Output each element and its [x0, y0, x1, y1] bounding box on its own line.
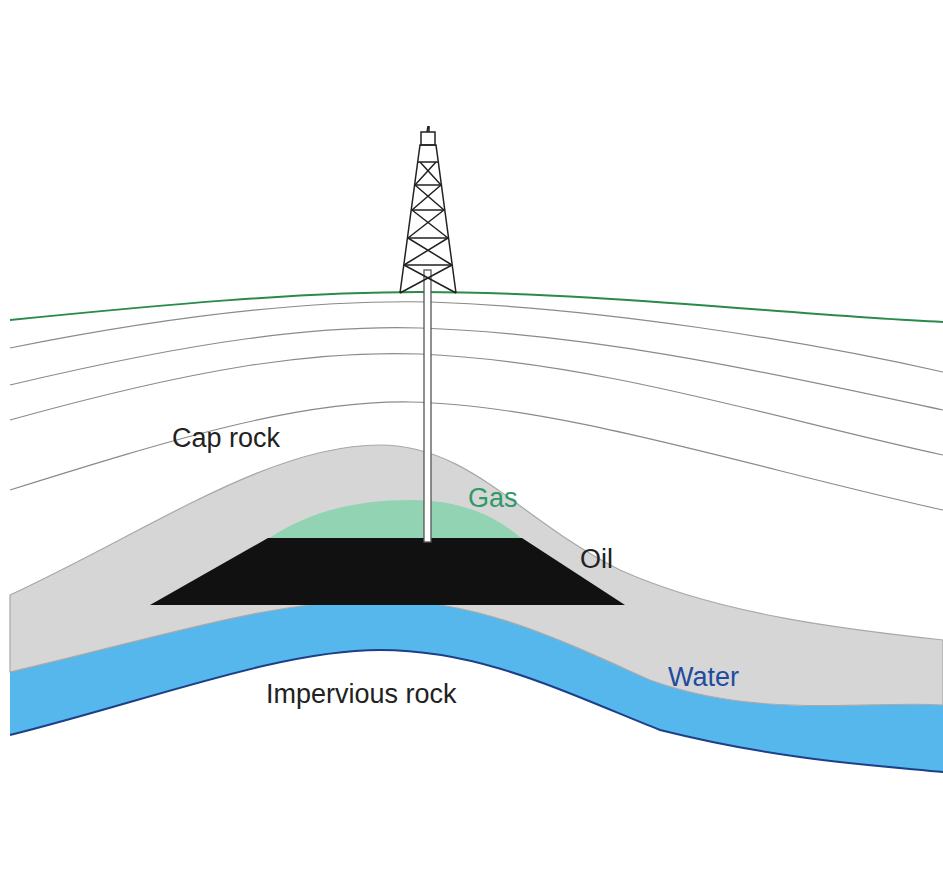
impervious-rock-label: Impervious rock — [266, 680, 457, 710]
ground-surface — [10, 292, 943, 322]
cap-rock-band — [10, 445, 943, 706]
oil-pool — [150, 538, 625, 605]
cap-rock-label: Cap rock — [172, 424, 280, 454]
well-pipe — [424, 270, 431, 542]
drilling-derrick — [400, 126, 456, 293]
oil-label: Oil — [580, 545, 613, 575]
water-label: Water — [668, 663, 739, 693]
gas-label: Gas — [468, 484, 518, 514]
